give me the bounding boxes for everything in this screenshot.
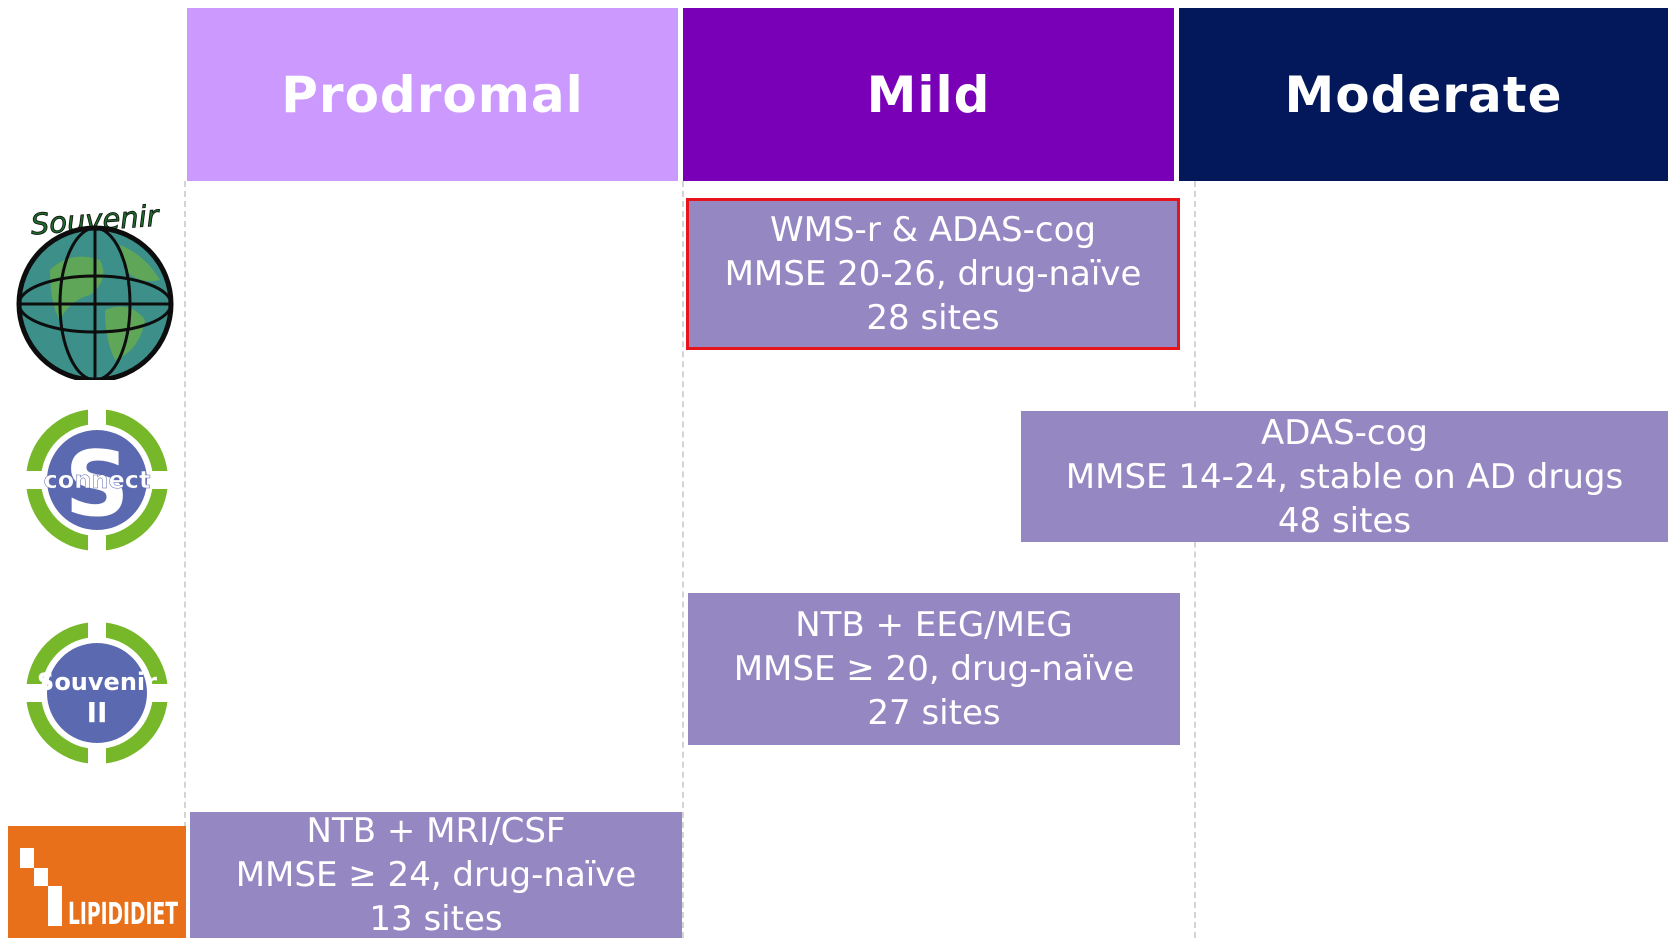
trial-box-lipididiet: NTB + MRI/CSF MMSE ≥ 24, drug-naïve 13 s… xyxy=(190,811,682,939)
trial-criteria: MMSE 20-26, drug-naïve xyxy=(724,254,1142,294)
trial-endpoint: NTB + EEG/MEG xyxy=(795,605,1073,645)
souvenir-logo-text: Souvenir xyxy=(30,200,162,241)
lipididiet-logo-text: LIPIDIDIET xyxy=(68,897,178,932)
trial-sites: 27 sites xyxy=(867,693,1001,733)
column-header-label: Moderate xyxy=(1284,65,1563,124)
trial-sites: 28 sites xyxy=(866,298,1000,338)
souvenir-ii-logo-text: Souvenir xyxy=(37,668,157,696)
trial-endpoint: WMS-r & ADAS-cog xyxy=(770,210,1096,250)
trial-endpoint: NTB + MRI/CSF xyxy=(306,811,566,851)
trial-criteria: MMSE ≥ 20, drug-naïve xyxy=(733,649,1135,689)
column-header-label: Mild xyxy=(866,65,991,124)
column-header-mild: Mild xyxy=(683,8,1174,181)
connect-logo-text: connect xyxy=(44,466,151,494)
trial-criteria: MMSE 14-24, stable on AD drugs xyxy=(1065,456,1624,497)
souvenir-ii-logo: Souvenir II xyxy=(22,618,172,768)
souvenir-ii-logo-numeral: II xyxy=(87,696,108,729)
trial-box-connect: ADAS-cog MMSE 14-24, stable on AD drugs … xyxy=(1021,411,1668,542)
trial-sites: 48 sites xyxy=(1277,500,1412,541)
trial-box-souvenir: WMS-r & ADAS-cog MMSE 20-26, drug-naïve … xyxy=(686,198,1180,350)
globe-icon xyxy=(16,225,174,380)
column-divider xyxy=(184,181,186,938)
souvenir-logo: Souvenir xyxy=(16,200,174,380)
trial-sites: 13 sites xyxy=(369,899,503,939)
column-header-moderate: Moderate xyxy=(1179,8,1668,181)
column-divider xyxy=(682,181,684,938)
trial-box-souvenir-ii: NTB + EEG/MEG MMSE ≥ 20, drug-naïve 27 s… xyxy=(688,593,1180,745)
column-divider xyxy=(1194,181,1196,938)
lipididiet-logo: LIPIDIDIET xyxy=(8,826,186,938)
trial-criteria: MMSE ≥ 24, drug-naïve xyxy=(235,855,637,895)
column-header-label: Prodromal xyxy=(281,65,584,124)
trial-endpoint: ADAS-cog xyxy=(1260,412,1429,453)
connect-logo: S connect xyxy=(22,405,172,555)
column-header-prodromal: Prodromal xyxy=(187,8,678,181)
connect-logo-letter: S xyxy=(65,432,130,537)
